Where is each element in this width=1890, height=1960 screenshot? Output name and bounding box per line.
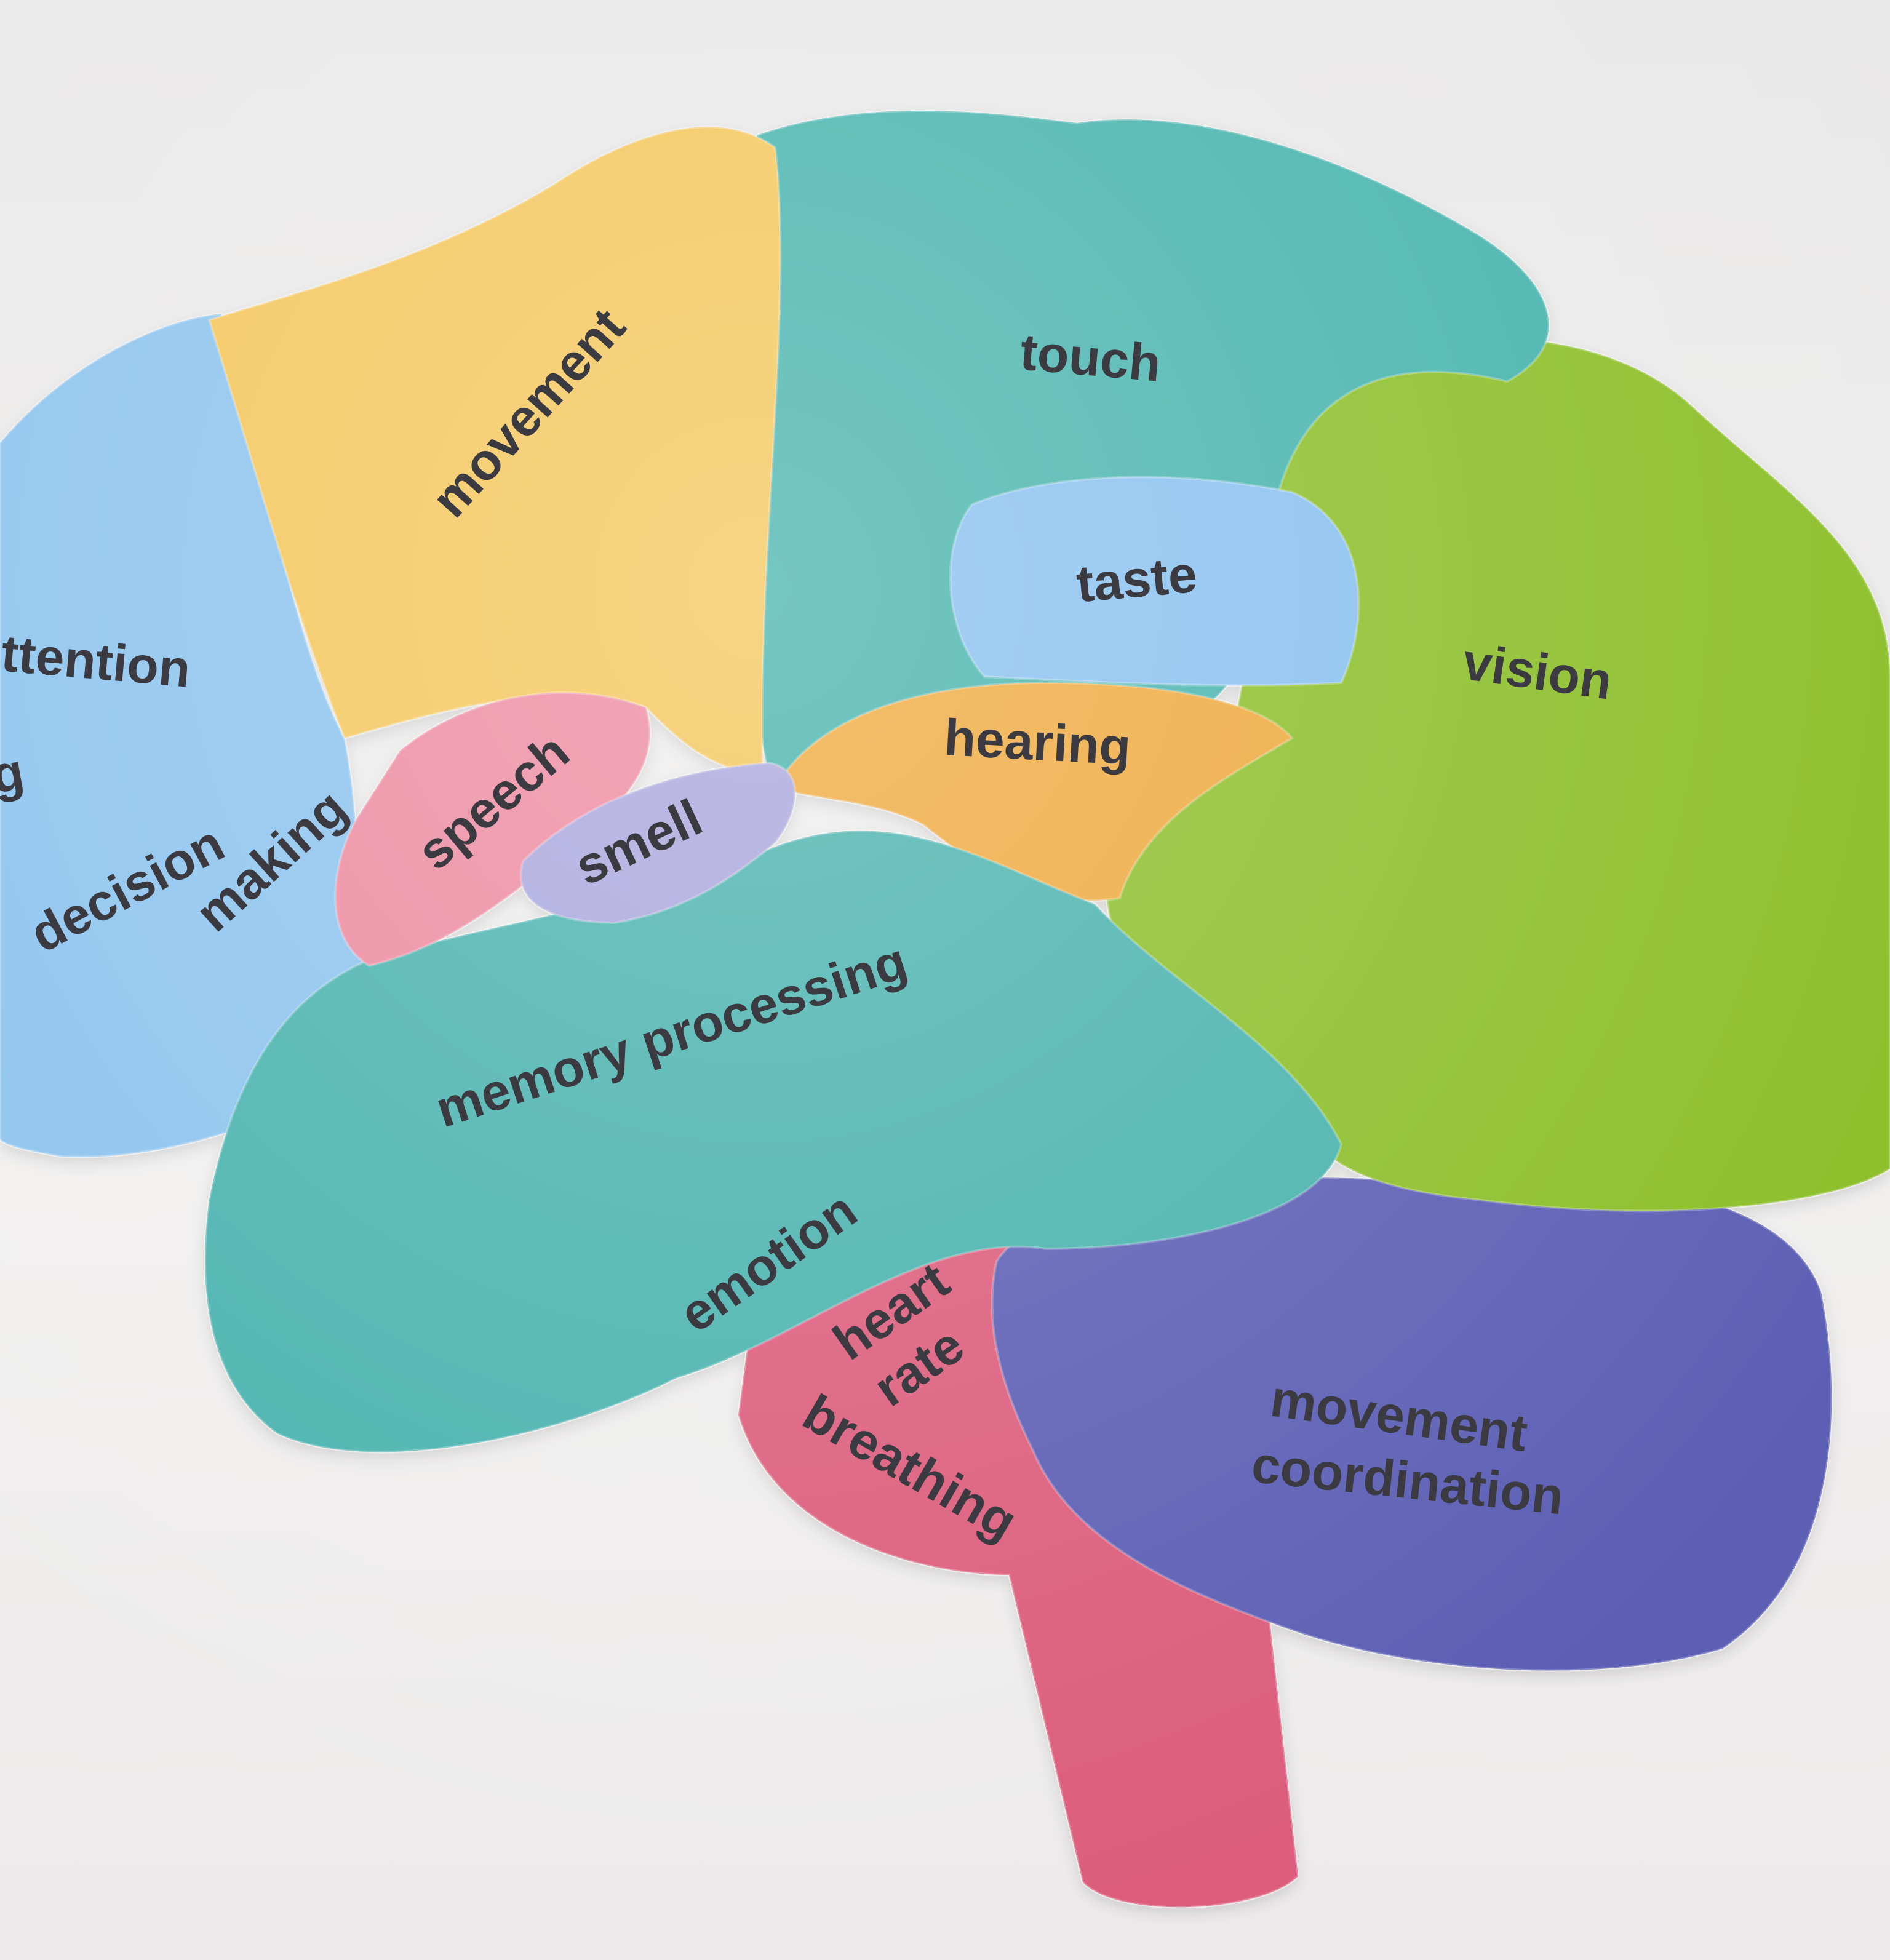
label-touch: touch (1018, 322, 1163, 392)
label-taste: taste (1074, 545, 1200, 613)
label-hearing: hearing (943, 708, 1133, 776)
